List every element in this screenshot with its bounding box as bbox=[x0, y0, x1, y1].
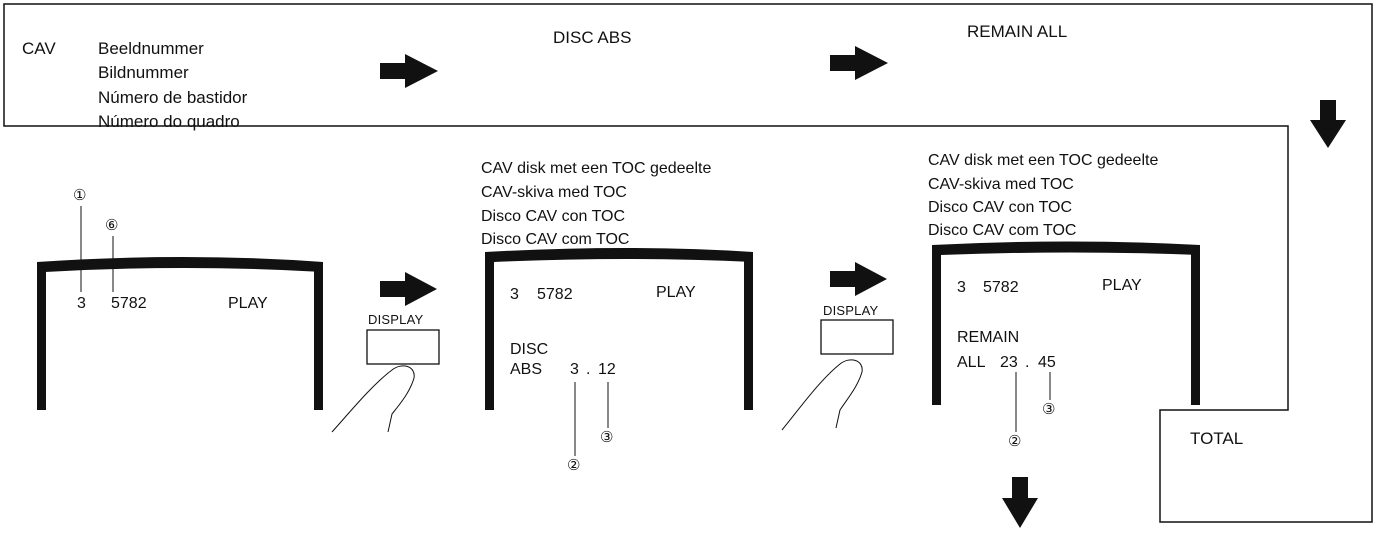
callout-2: ② bbox=[567, 458, 580, 473]
chapter-number: 3 bbox=[957, 280, 966, 296]
tv-screen-2 bbox=[485, 248, 753, 410]
display-button-frame bbox=[821, 320, 893, 354]
chapter-number: 3 bbox=[510, 287, 519, 303]
remain-all-step: REMAIN ALL bbox=[967, 23, 1067, 40]
callout-3: ③ bbox=[1042, 402, 1055, 417]
callout-2: ② bbox=[1008, 434, 1021, 449]
callout-3: ③ bbox=[600, 430, 613, 445]
arrow-right-icon bbox=[380, 272, 437, 306]
frame-number: 5782 bbox=[537, 287, 573, 303]
caption-sv: CAV-skiva med TOC bbox=[481, 185, 627, 201]
caption-es: Disco CAV con TOC bbox=[928, 200, 1072, 216]
disc-label: DISC bbox=[510, 342, 548, 358]
caption-nl: CAV disk met een TOC gedeelte bbox=[928, 153, 1158, 169]
frame-number-label-sv: Bildnummer bbox=[98, 64, 189, 81]
time-minutes: 3 bbox=[570, 362, 579, 378]
caption-sv: CAV-skiva med TOC bbox=[928, 177, 1074, 193]
finger-icon bbox=[332, 366, 414, 432]
chapter-number: 3 bbox=[77, 296, 86, 312]
time-separator: . bbox=[1025, 355, 1029, 371]
disc-abs-step: DISC ABS bbox=[553, 29, 631, 46]
play-status: PLAY bbox=[228, 296, 268, 312]
tv-screen-1 bbox=[37, 257, 323, 410]
display-button-label: DISPLAY bbox=[823, 304, 878, 317]
mode-label: CAV bbox=[22, 40, 56, 57]
time-separator: . bbox=[586, 362, 590, 378]
callout-1: ① bbox=[73, 188, 86, 203]
display-button-label: DISPLAY bbox=[368, 313, 423, 326]
total-step: TOTAL bbox=[1190, 430, 1243, 447]
frame-number-label-es: Número de bastidor bbox=[98, 89, 247, 106]
finger-icon bbox=[782, 360, 862, 430]
time-seconds: 45 bbox=[1038, 355, 1056, 371]
tv-screen-3 bbox=[932, 242, 1200, 406]
remain-label: REMAIN bbox=[957, 330, 1019, 346]
all-label: ALL bbox=[957, 355, 985, 371]
play-status: PLAY bbox=[656, 285, 696, 301]
arrow-down-icon bbox=[1002, 477, 1038, 528]
arrow-right-icon bbox=[830, 262, 887, 296]
frame-number-label-nl: Beeldnummer bbox=[98, 40, 204, 57]
display-button-frame bbox=[367, 330, 439, 364]
frame-number: 5782 bbox=[111, 296, 147, 312]
callout-6: ⑥ bbox=[105, 218, 118, 233]
frame-number-label-pt: Número do quadro bbox=[98, 113, 240, 130]
caption-pt: Disco CAV com TOC bbox=[481, 232, 629, 248]
arrow-right-icon bbox=[380, 54, 438, 88]
caption-es: Disco CAV con TOC bbox=[481, 209, 625, 225]
arrow-down-icon bbox=[1310, 100, 1346, 148]
caption-nl: CAV disk met een TOC gedeelte bbox=[481, 161, 711, 177]
time-seconds: 12 bbox=[598, 362, 616, 378]
time-minutes: 23 bbox=[1000, 355, 1018, 371]
arrow-right-icon bbox=[830, 46, 888, 80]
caption-pt: Disco CAV com TOC bbox=[928, 223, 1076, 239]
abs-label: ABS bbox=[510, 362, 542, 378]
play-status: PLAY bbox=[1102, 278, 1142, 294]
frame-number: 5782 bbox=[983, 280, 1019, 296]
